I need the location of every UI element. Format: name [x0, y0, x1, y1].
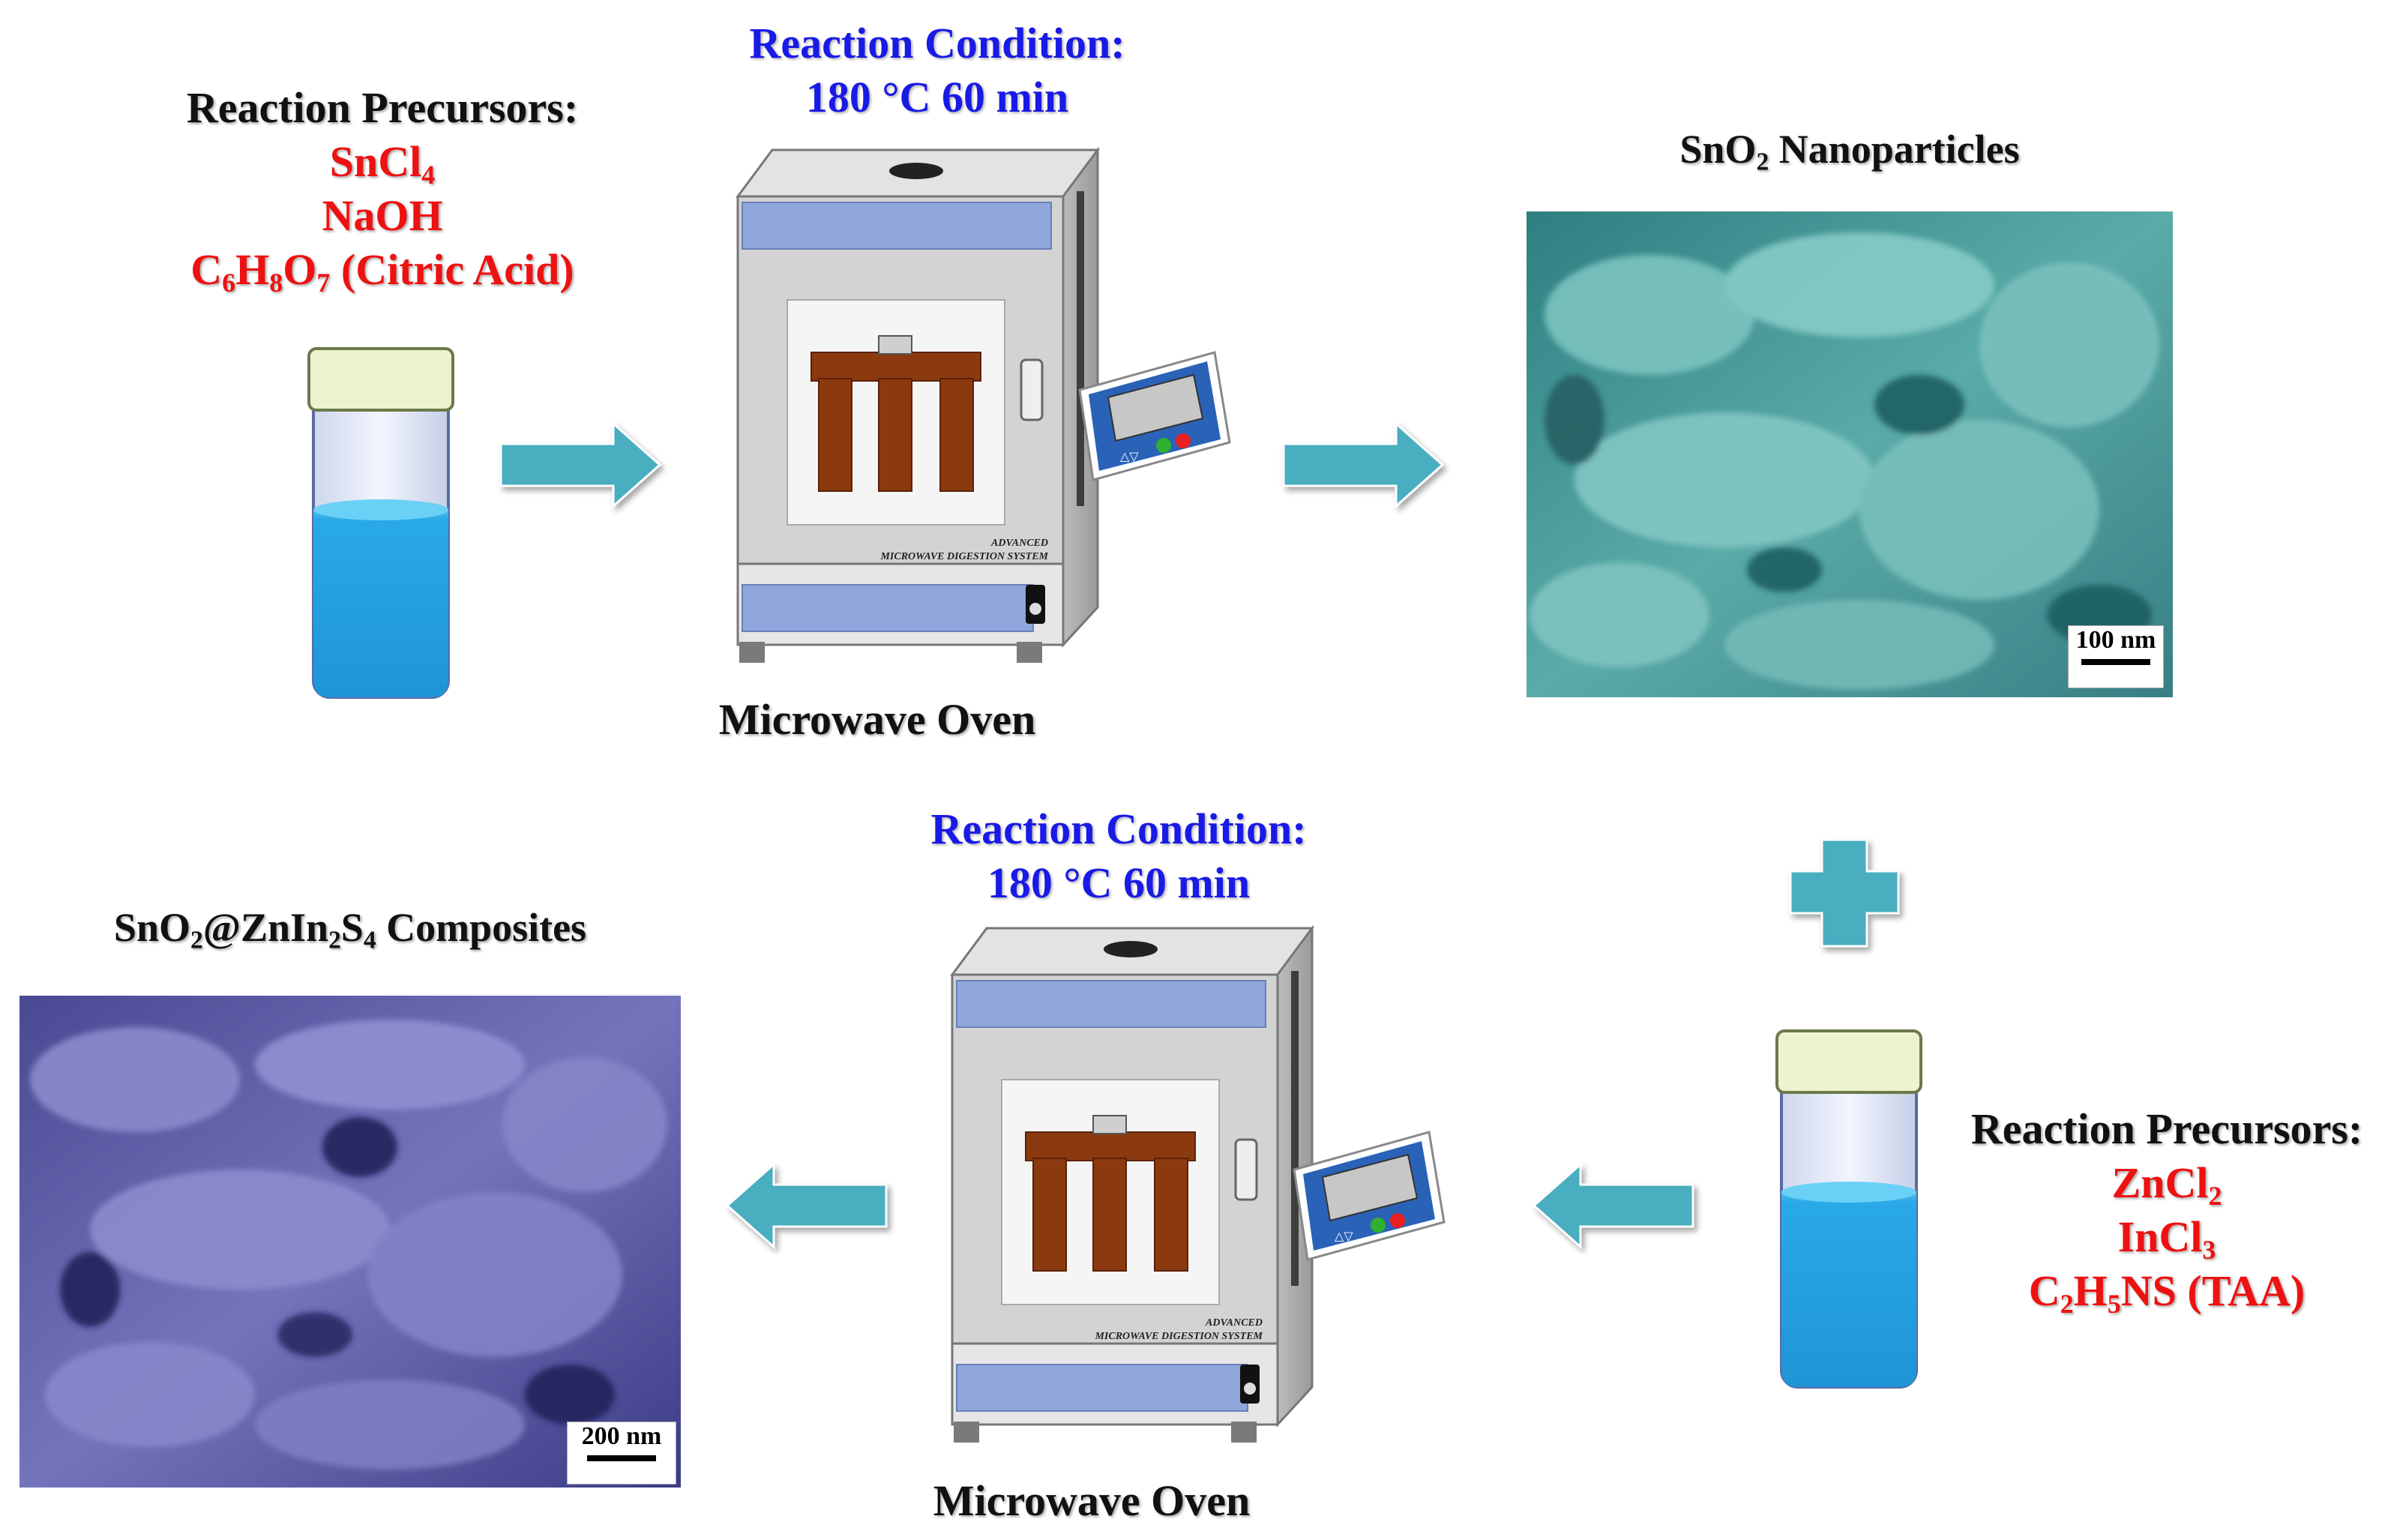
oven-panel-text-top-2: MICROWAVE DIGESTION SYSTEM [879, 551, 1048, 562]
scale-bar-top-line [2081, 659, 2150, 665]
sem-image-sno2 [1527, 211, 2173, 697]
composite-title: SnO2@ZnIn2S4 Composites [113, 905, 587, 954]
sno2-title: SnO2 Nanoparticles [1679, 127, 2020, 176]
scale-bar-bottom-label: 200 nm [581, 1422, 662, 1450]
oven-panel-text-bottom: ADVANCED [1205, 1317, 1263, 1329]
precursors-top-heading: Reaction Precursors: [186, 83, 579, 132]
reaction-condition-top: Reaction Condition: 180 °C 60 min [675, 16, 1200, 124]
precursor-tube-bottom [1775, 1029, 1922, 1389]
reaction-condition-bottom: Reaction Condition: 180 °C 60 min [856, 802, 1381, 910]
scale-bar-bottom: 200 nm [567, 1422, 676, 1485]
precursor-taa: C2H5NS (TAA) [2028, 1266, 2306, 1320]
microwave-oven-top-label: Microwave Oven [718, 695, 1036, 744]
arrow-left-2 [725, 1161, 888, 1250]
plus-icon [1789, 838, 1900, 948]
scale-bar-bottom-line [587, 1455, 656, 1461]
precursor-sncl4: SnCl4 [329, 137, 436, 190]
arrow-left-1 [1532, 1161, 1694, 1250]
arrow-right-1 [499, 421, 662, 509]
scale-bar-top: 100 nm [2068, 625, 2164, 688]
oven-panel-text-bottom-2: MICROWAVE DIGESTION SYSTEM [1094, 1331, 1263, 1342]
microwave-oven-top: △▽ [736, 146, 1231, 663]
precursors-bottom-heading: Reaction Precursors: [1970, 1104, 2363, 1153]
condition-top-value: 180 °C 60 min [805, 73, 1069, 121]
precursor-naoh: NaOH [322, 191, 443, 240]
precursor-citric-acid: C6H8O7 (Citric Acid) [190, 245, 574, 298]
svg-text:△▽: △▽ [1335, 1229, 1353, 1243]
precursor-zncl2: ZnCl2 [2111, 1158, 2222, 1212]
condition-bottom-value: 180 °C 60 min [987, 858, 1251, 907]
microwave-oven-bottom-label: Microwave Oven [933, 1476, 1251, 1525]
condition-bottom-heading: Reaction Condition: [930, 804, 1307, 853]
svg-text:△▽: △▽ [1120, 449, 1139, 463]
scale-bar-top-label: 100 nm [2075, 626, 2156, 654]
sem-image-composite [19, 996, 681, 1488]
arrow-right-2 [1282, 421, 1445, 509]
precursors-top: Reaction Precursors: SnCl4 NaOH C6H8O7 (… [150, 81, 615, 297]
precursor-tube-top [307, 347, 454, 699]
condition-top-heading: Reaction Condition: [749, 19, 1125, 67]
precursors-bottom: Reaction Precursors: ZnCl2 InCl3 C2H5NS … [1949, 1102, 2384, 1318]
precursor-incl3: InCl3 [2117, 1212, 2216, 1266]
oven-panel-text-top: ADVANCED [990, 538, 1048, 549]
microwave-oven-bottom: △▽ [950, 924, 1446, 1443]
